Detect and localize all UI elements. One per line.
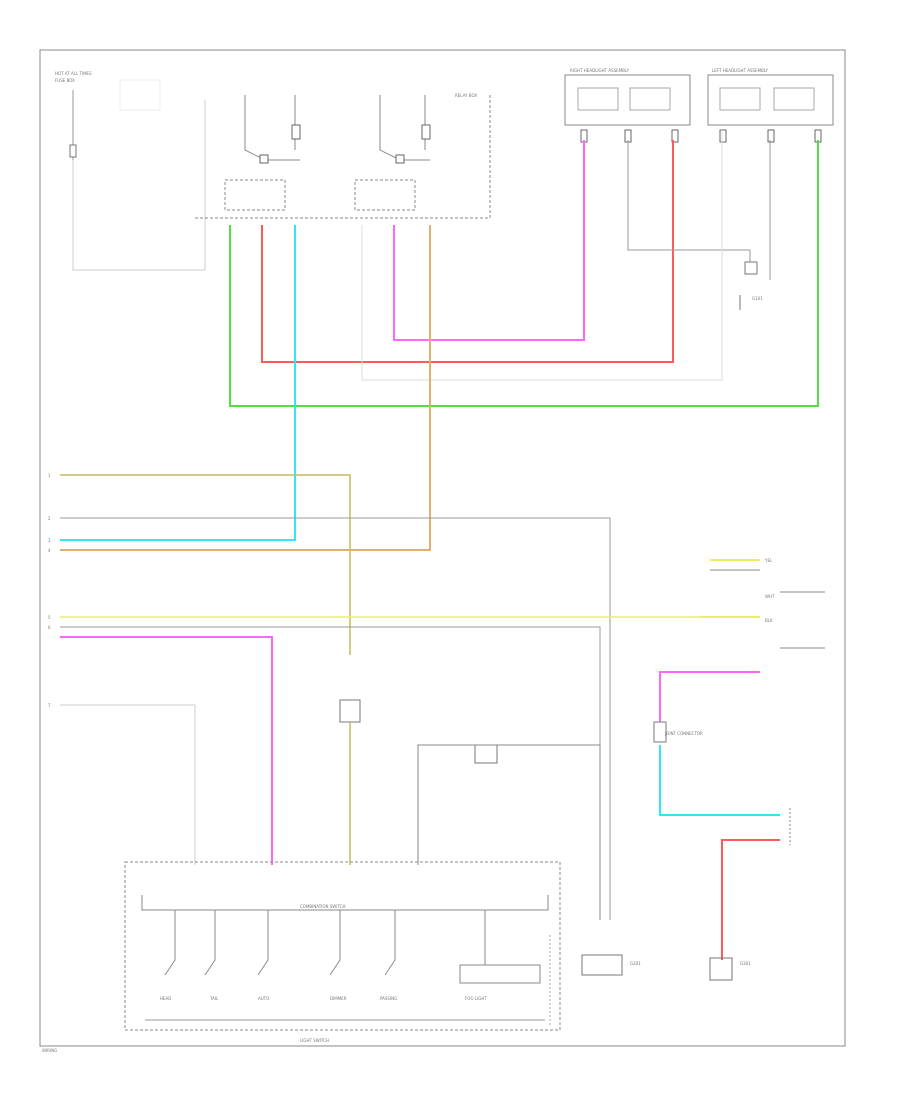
switch-dimmer-label: DIMMER xyxy=(330,996,347,1001)
left-pin-7: 7 xyxy=(48,703,51,708)
relay-block-1 xyxy=(224,95,301,211)
left-pin-3: 3 xyxy=(48,538,51,543)
switch-auto-label: AUTO xyxy=(258,996,269,1001)
left-pin-4: 4 xyxy=(48,548,51,553)
ground-symbol-1: G101 xyxy=(739,261,763,310)
footer-label: WIRING xyxy=(42,1048,57,1053)
right-headlight-assembly: RIGHT HEADLIGHT ASSEMBLY xyxy=(564,68,691,126)
combination-switch: COMBINATION SWITCH xyxy=(124,861,561,1031)
switch-passing-label: PASSING xyxy=(380,996,397,1001)
ground-2-label: G201 xyxy=(630,961,641,966)
fuse-box-area: HOT AT ALL TIMES FUSE BOX xyxy=(55,71,206,271)
left-pin-1: 1 xyxy=(48,473,51,478)
left-pin-6: 6 xyxy=(48,625,51,630)
left-pin-labels: 1 2 3 4 5 6 7 xyxy=(48,473,51,708)
switch-contacts xyxy=(164,910,486,976)
switch-tail-label: TAIL xyxy=(209,996,219,1001)
right-wire-3: BLK xyxy=(765,618,773,623)
ground-3-label: G301 xyxy=(740,961,751,966)
fuse-label-a: HOT AT ALL TIMES xyxy=(55,71,92,76)
wire-cyan xyxy=(60,225,296,541)
wire-lightgray-loop xyxy=(361,130,723,381)
junction-label: JOINT CONNECTOR xyxy=(664,731,703,736)
wire-orange xyxy=(60,225,431,551)
relay-block-2: RELAY BOX xyxy=(354,93,477,211)
ground-1-label: G101 xyxy=(752,296,763,301)
right-wire-1: YEL xyxy=(764,558,773,563)
wire-gray-left xyxy=(60,517,611,920)
right-headlight-label: RIGHT HEADLIGHT ASSEMBLY xyxy=(570,68,630,73)
fuse-label-b: FUSE BOX xyxy=(55,78,75,83)
switch-head-label: HEAD xyxy=(160,996,171,1001)
wire-gray-left-2 xyxy=(60,626,601,920)
wire-magenta-top xyxy=(393,140,585,341)
wire-red xyxy=(261,140,674,363)
wire-gray-top xyxy=(627,140,751,270)
left-headlight-label: LEFT HEADLIGHT ASSEMBLY xyxy=(712,68,769,73)
light-switch-label: LIGHT SWITCH xyxy=(300,1038,329,1043)
ground-symbol-2: G201 xyxy=(581,954,641,976)
left-headlight-assembly: LEFT HEADLIGHT ASSEMBLY xyxy=(707,68,834,126)
combination-switch-label: COMBINATION SWITCH xyxy=(300,904,345,909)
switch-labels: HEAD TAIL AUTO DIMMER PASSING FOG LIGHT … xyxy=(160,996,487,1043)
left-pin-2: 2 xyxy=(48,516,51,521)
center-component xyxy=(339,699,601,920)
wire-tan-left xyxy=(60,474,351,655)
wire-lightgray-left xyxy=(60,704,196,865)
diagram-frame xyxy=(39,49,846,1047)
left-pin-5: 5 xyxy=(48,615,51,620)
switch-fog-label: FOG LIGHT xyxy=(465,996,487,1001)
right-side-wires: YEL WHT BLK JOINT CONNECTOR xyxy=(653,558,825,960)
wire-magenta-left xyxy=(60,636,273,865)
ground-symbol-3: G301 xyxy=(709,957,751,981)
relay-box-label: RELAY BOX xyxy=(455,93,477,98)
headlight-connectors xyxy=(580,129,822,143)
right-wire-2: WHT xyxy=(765,594,775,599)
wire-green xyxy=(229,140,819,407)
